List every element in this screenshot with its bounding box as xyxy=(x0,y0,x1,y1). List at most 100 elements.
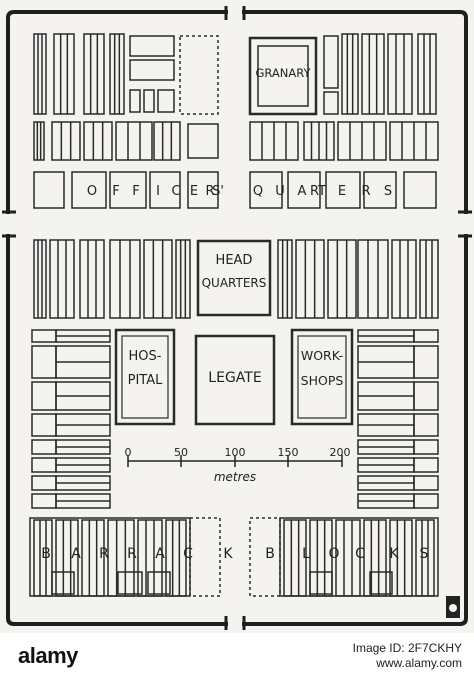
officers-quarters-box xyxy=(71,171,107,209)
wall-top-right xyxy=(242,10,468,214)
quarters-letter: Q xyxy=(253,184,263,199)
centre-left-barrack xyxy=(143,239,173,319)
hospital-label-line2: PITAL xyxy=(128,373,163,388)
scale-tick-0: 0 xyxy=(125,446,132,459)
top-right-barrack-strip xyxy=(417,33,437,115)
watermark-brand-text: alamy xyxy=(18,643,78,668)
top-left-store xyxy=(129,35,175,57)
quarters-letter: E xyxy=(338,184,346,199)
top-left-store-small xyxy=(129,89,141,113)
officers-letter: F xyxy=(132,184,139,199)
officers-letter: I xyxy=(156,184,160,199)
image-id: Image ID: 2F7CKHY xyxy=(352,641,462,655)
scale-tick-200: 200 xyxy=(330,446,351,459)
site-url: www.alamy.com xyxy=(376,656,462,670)
gate-posts xyxy=(2,6,472,630)
headquarters-label-line2: QUARTERS xyxy=(202,276,267,290)
top-right-store-small xyxy=(323,91,339,115)
officers-letter: O xyxy=(87,184,97,199)
officers-letter: S' xyxy=(212,184,224,199)
quarters-box xyxy=(403,171,437,209)
watermark-meta: Image ID: 2F7CKHY www.alamy.com xyxy=(353,641,462,671)
barrack-block-right-strip xyxy=(415,519,435,597)
top-left-barrack-strip xyxy=(109,33,125,115)
scale-tick-100: 100 xyxy=(225,446,246,459)
top-left-barrack-strip xyxy=(83,33,105,115)
officers-letter: E xyxy=(190,184,198,199)
workshops-building: WORK- SHOPS xyxy=(290,328,354,426)
barrack-letter: B xyxy=(41,546,51,562)
granary-building: GRANARY xyxy=(248,36,318,116)
blocks-letter: S xyxy=(420,546,429,562)
wall-top-left xyxy=(6,10,228,214)
top-left-barrack-strip xyxy=(33,33,47,115)
officers-quarters-box xyxy=(33,171,65,209)
centre-right-barrack xyxy=(295,239,325,319)
watermark-brand: alamy xyxy=(18,643,78,669)
mid-left-strip xyxy=(83,121,113,161)
top-left-store-small xyxy=(143,89,155,113)
top-left-barrack-strip xyxy=(53,33,75,115)
officers-quarters-box xyxy=(109,171,147,209)
scale-tick-50: 50 xyxy=(174,446,188,459)
plan-background xyxy=(0,0,474,633)
barrack-block-left-strip xyxy=(33,519,53,597)
top-left-dashed-plot xyxy=(179,35,219,115)
centre-right-barrack xyxy=(327,239,357,319)
quarters-box xyxy=(249,171,283,209)
barrack-letter: K xyxy=(223,546,233,562)
mid-left-box xyxy=(187,123,219,159)
barrack-block-right-strip xyxy=(335,519,361,597)
barrack-block-left-strip xyxy=(137,519,163,597)
blocks-letter: L xyxy=(302,546,310,562)
centre-left-barrack xyxy=(49,239,75,319)
watermark-footer: alamy Image ID: 2F7CKHY www.alamy.com xyxy=(0,633,474,679)
quarters-box xyxy=(325,171,361,209)
barrack-block-left-dashed xyxy=(189,517,221,597)
barrack-letter: A xyxy=(155,546,165,562)
barrack-letter: R xyxy=(127,546,137,562)
mid-left-strip xyxy=(115,121,153,161)
barrack-block-left-strip xyxy=(55,519,79,597)
scale-bar xyxy=(127,455,343,467)
centre-right-barrack xyxy=(357,239,389,319)
corner-tower xyxy=(446,596,460,618)
officers-letter: R xyxy=(205,184,214,199)
barrack-letter: R xyxy=(99,546,109,562)
legate-label: LEGATE xyxy=(208,370,261,386)
mid-left-strip xyxy=(33,121,45,161)
centre-left-barrack xyxy=(175,239,191,319)
mid-left-strip xyxy=(51,121,81,161)
barrack-block-cell xyxy=(309,571,333,595)
fort-walls xyxy=(6,10,468,626)
blocks-letter: C xyxy=(355,546,365,562)
wall-bottom-right xyxy=(242,234,468,626)
officers-letter: C xyxy=(171,184,180,199)
centre-right-barrack xyxy=(277,239,293,319)
scale-unit-label: metres xyxy=(214,470,256,484)
headquarters-label-line1: HEAD xyxy=(216,253,253,268)
barrack-block-right-strip xyxy=(283,519,307,597)
barrack-block-cell xyxy=(51,571,75,595)
quarters-box xyxy=(363,171,397,209)
quarters-box xyxy=(287,171,321,209)
centre-left-barrack xyxy=(109,239,141,319)
officers-letter: F xyxy=(112,184,119,199)
centre-right-barrack xyxy=(419,239,439,319)
wall-bottom-left xyxy=(6,234,228,626)
barrack-block-cell xyxy=(147,571,171,595)
hospital-building: HOS- PITAL xyxy=(114,328,176,426)
legate-building: LEGATE xyxy=(194,334,276,426)
top-right-store xyxy=(323,35,339,89)
quarters-letter: RT xyxy=(310,184,326,199)
workshops-label-line2: SHOPS xyxy=(301,373,344,388)
centre-left-barrack xyxy=(79,239,105,319)
barrack-block-right-strip xyxy=(363,519,387,597)
top-right-barrack-strip xyxy=(387,33,413,115)
barrack-block-left-strip xyxy=(165,519,187,597)
barrack-block-left-strip xyxy=(81,519,105,597)
mid-left-strip xyxy=(153,121,181,161)
scale-tick-150: 150 xyxy=(278,446,299,459)
granary-label: GRANARY xyxy=(255,66,311,80)
